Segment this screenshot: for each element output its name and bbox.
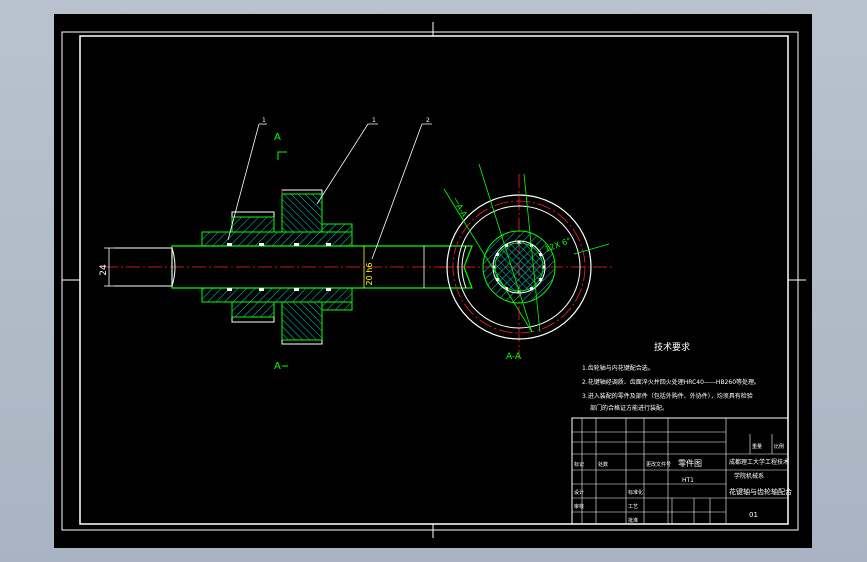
inner-border — [79, 35, 789, 525]
tb-material: HT1 — [682, 477, 694, 484]
gear-pitch — [452, 200, 586, 334]
tech-req-line-2: 2.花键轴经调质、齿面淬火并回火处理HRC40——HB260等处理。 — [582, 378, 760, 386]
centering-marks — [62, 22, 806, 538]
spline-tooth-mark — [542, 265, 546, 269]
balloon-1b: 1 — [372, 117, 376, 124]
section-mark-bottom: A — [274, 361, 281, 372]
dim-shaft-diameter: 24 — [99, 247, 114, 287]
outer-border — [61, 31, 799, 531]
spline-tooth-mark — [495, 253, 499, 256]
tb-weight: 重量 — [752, 443, 762, 450]
tb-company-1: 成都理工大学工程技术 — [729, 458, 789, 466]
spline-tooth-mark — [517, 240, 521, 244]
section-arrow-top — [277, 151, 287, 160]
gear-outer — [446, 194, 592, 340]
tb-process: 工艺 — [628, 504, 638, 510]
tb-approve: 批准 — [628, 517, 638, 524]
tb-company-2: 学院机械系 — [734, 472, 764, 480]
tech-req-line-1: 1.齿轮轴与内花键配合选。 — [582, 364, 654, 372]
view-label-a-a: A-A — [506, 352, 522, 362]
section-mark-top: A — [274, 132, 281, 143]
spline-tooth-mark — [539, 278, 543, 281]
tech-req-title: 技术要求 — [654, 341, 690, 353]
dim-a-a-label: 一A-A — [450, 196, 469, 220]
tech-requirements: 技术要求 1.齿轮轴与内花键配合选。 2.花键轴经调质、齿面淬火并回火处理HRC… — [582, 341, 760, 412]
spline-tooth-mark — [530, 287, 533, 291]
front-view: 24 20 h6 1 1 2 A A — [99, 117, 474, 372]
tb-mark: 标记 — [574, 461, 584, 468]
dim-spline-count: 12X 6° — [544, 236, 573, 254]
spline-tooth-mark — [539, 253, 543, 256]
tb-change-no: 更改文件号 — [646, 461, 671, 468]
spline-tooth-mark — [495, 278, 499, 281]
spline-tooth-mark — [505, 243, 508, 247]
title-block: 零件图 成都理工大学工程技术 学院机械系 花键轴与齿轮轴配合 01 标记 处数 … — [571, 417, 792, 525]
balloon-1a: 1 — [262, 117, 266, 124]
tb-design: 设计 — [574, 489, 584, 496]
dim-24-label: 24 — [99, 264, 109, 276]
tb-drawing-name: 花键轴与齿轮轴配合 — [729, 487, 792, 496]
spline-tooth-mark — [505, 287, 508, 291]
gear-root — [457, 205, 581, 329]
tb-count: 处数 — [598, 461, 608, 468]
tb-check: 审核 — [574, 503, 584, 510]
tb-standardize: 标准化 — [628, 489, 643, 496]
balloon-2: 2 — [426, 117, 430, 124]
tech-req-line-4: 部门的合格证方能进行装配。 — [590, 404, 668, 412]
cad-viewport[interactable]: 24 20 h6 1 1 2 A A — [54, 14, 812, 548]
dim-20h6-label: 20 h6 — [365, 263, 374, 286]
drawing-canvas[interactable]: 24 20 h6 1 1 2 A A — [54, 14, 812, 548]
spline-shaft-section — [492, 240, 546, 294]
tb-scale: 比例 — [774, 443, 784, 450]
tb-drawing-no: 01 — [749, 511, 758, 519]
tech-req-line-3: 3.进入装配的零件及部件（包括外购件、外协件），均须具有检验 — [582, 392, 753, 400]
spline-tooth-mark — [492, 265, 496, 269]
tb-part-drawing: 零件图 — [678, 458, 702, 468]
